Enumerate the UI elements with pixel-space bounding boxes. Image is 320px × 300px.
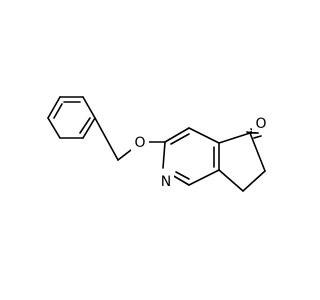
bond-cp-ch2-c5 <box>218 169 244 192</box>
bond-pyr-c6-n <box>171 174 190 186</box>
bond-carbonyl-line-2 <box>253 135 262 139</box>
atom-labels: O N O <box>131 114 270 190</box>
molecule-drawing: O N O <box>47 96 270 192</box>
bond-benzene-inner-2 <box>79 117 91 134</box>
bond-benzene-3 <box>82 117 96 139</box>
oxygen-carbonyl-label: O <box>255 116 266 132</box>
bond-cp-ch2-ch2 <box>242 170 266 192</box>
bond-benzene-6 <box>47 96 61 119</box>
bond-pyr-c2-c3 <box>164 127 190 143</box>
bonds <box>47 96 266 192</box>
bond-pyr-c5-c6 <box>188 169 220 186</box>
bond-pyr-inner-3 <box>175 171 190 180</box>
structure-canvas: O N O <box>47 96 270 192</box>
bond-ring-ch2 <box>94 117 119 161</box>
nitrogen-ring-bg <box>158 171 174 189</box>
bond-benzene-2 <box>82 96 96 119</box>
bond-benzene-inner-3 <box>53 103 63 119</box>
bond-ch2-o <box>117 149 132 161</box>
bond-cp-c4-co <box>218 132 251 144</box>
oxygen-ether-label: O <box>134 135 145 151</box>
bond-benzene-5 <box>47 117 61 139</box>
bond-pyr-c3-c4 <box>188 127 220 144</box>
oxygen-ether-bg <box>131 133 149 151</box>
nitrogen-ring-label: N <box>161 174 171 190</box>
oxygen-carbonyl-bg <box>252 114 270 132</box>
bond-pyr-n-c2 <box>162 141 166 169</box>
bond-cp-co-ch2 <box>249 132 266 172</box>
bond-pyr-inner-1 <box>170 133 190 145</box>
